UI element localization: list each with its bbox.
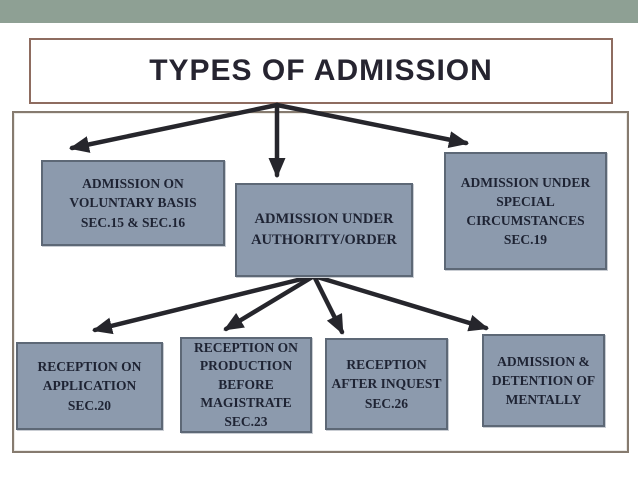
top-accent-bar xyxy=(0,0,638,23)
node-admission-voluntary-basis: ADMISSION ON VOLUNTARY BASIS SEC.15 & SE… xyxy=(41,160,225,246)
node-reception-on-production: RECEPTION ON PRODUCTION BEFORE MAGISTRAT… xyxy=(180,337,312,433)
node-reception-on-application: RECEPTION ON APPLICATION SEC.20 xyxy=(16,342,163,430)
node-admission-special-circumstances: ADMISSION UNDER SPECIAL CIRCUMSTANCES SE… xyxy=(444,152,607,270)
node-admission-detention-mentally: ADMISSION & DETENTION OF MENTALLY xyxy=(482,334,605,427)
page-title: TYPES OF ADMISSION xyxy=(149,54,493,87)
title-box: TYPES OF ADMISSION xyxy=(29,38,613,104)
node-reception-after-inquest: RECEPTION AFTER INQUEST SEC.26 xyxy=(325,338,448,430)
node-admission-under-authority: ADMISSION UNDER AUTHORITY/ORDER xyxy=(235,183,413,277)
